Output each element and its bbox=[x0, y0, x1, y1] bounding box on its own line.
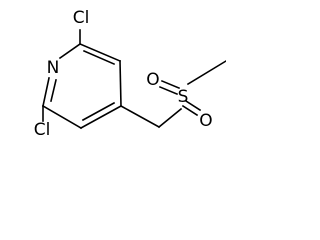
atom-label-oxygen-right: O bbox=[199, 111, 212, 131]
bond-c4-c5-inner bbox=[81, 101, 116, 122]
atom-label-sulfur: S bbox=[178, 87, 189, 107]
bond-s-o-left-a bbox=[160, 79, 181, 90]
bond-c6-n-inner bbox=[50, 79, 57, 102]
bond-c2-c3-inner bbox=[82, 49, 116, 66]
bond-c4-c5 bbox=[79, 104, 123, 130]
bond-c6-n bbox=[42, 77, 50, 107]
pyridine-ring bbox=[41, 42, 123, 130]
bond-c2-c3 bbox=[78, 42, 122, 63]
bond-ch2-s bbox=[157, 107, 183, 129]
bond-c5-c6 bbox=[41, 104, 83, 130]
atom-label-oxygen-left: O bbox=[146, 70, 159, 90]
structure-drawing: N Cl Cl S O O bbox=[34, 8, 226, 140]
bond-n-c2 bbox=[58, 42, 82, 60]
atom-label-chlorine-top: Cl bbox=[73, 8, 90, 28]
bond-s-o-right-a bbox=[184, 99, 202, 112]
chemical-structure: N Cl Cl S O O bbox=[0, 0, 226, 152]
bond-s-o-right-b bbox=[181, 104, 199, 117]
bond-c4-ch2 bbox=[119, 104, 161, 129]
bond-s-ch3 bbox=[186, 60, 226, 86]
bond-s-o-left-b bbox=[158, 85, 179, 96]
atom-label-chlorine-bottom: Cl bbox=[34, 120, 51, 140]
atom-label-nitrogen: N bbox=[47, 58, 60, 78]
bond-c3-c4 bbox=[119, 60, 122, 107]
